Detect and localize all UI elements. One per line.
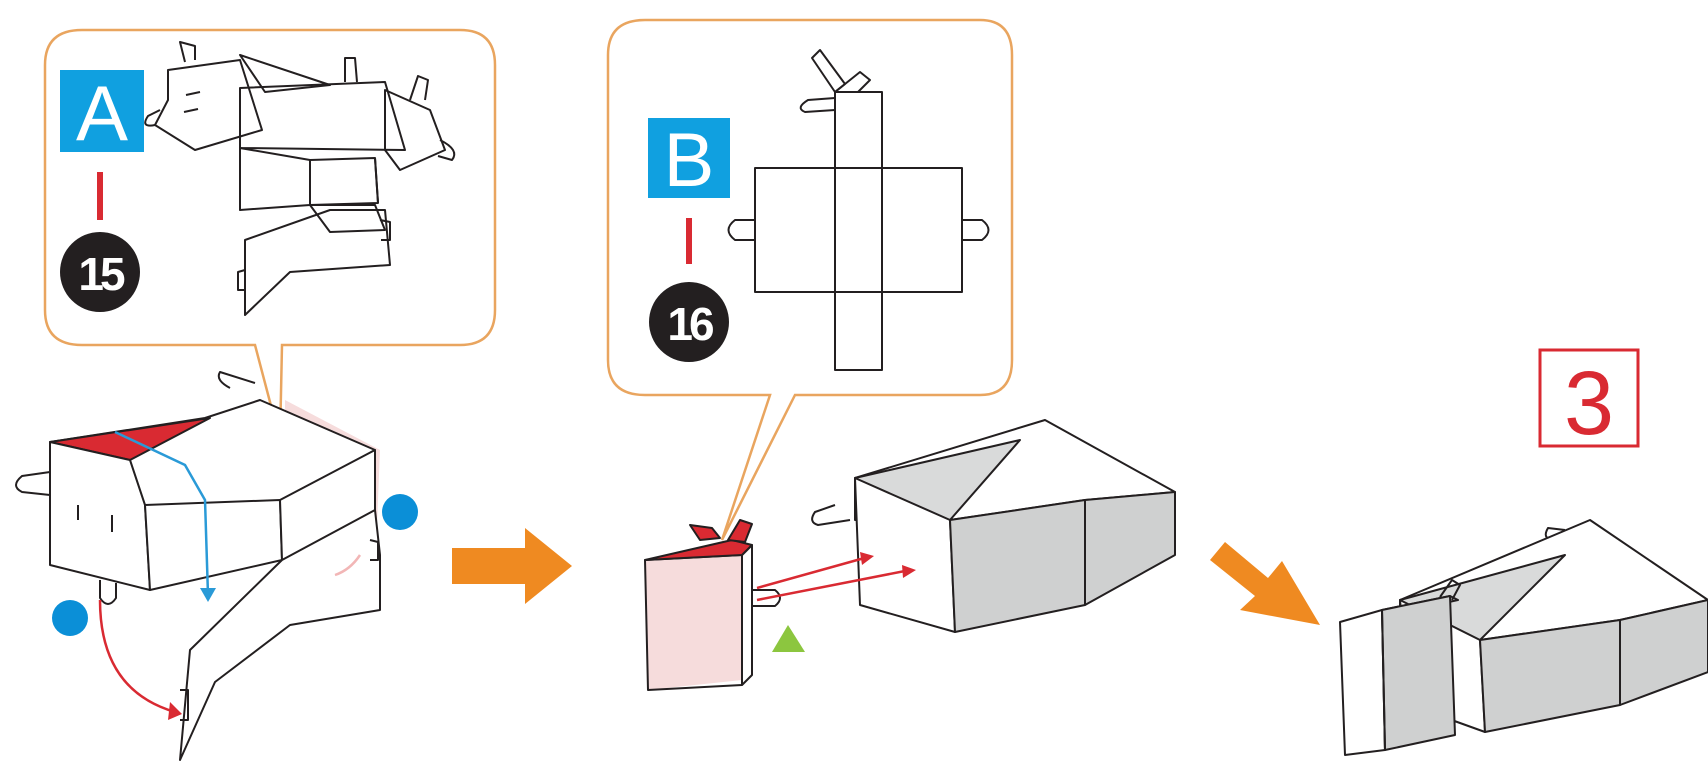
part-a-number-circle [60,232,140,312]
process-arrow-2 [1210,542,1320,625]
part-a-number: 15 [78,248,125,300]
model-2 [644,419,1176,691]
callout-b: B 16 [606,18,1014,541]
marker-triangle-green [772,625,805,652]
part-a-connector [97,172,103,220]
marker-dot-blue-1 [382,494,418,530]
part-a-net [144,41,456,316]
insert-arrow-1 [756,555,869,590]
insert-arrow-2 [756,568,911,602]
part-b-badge [648,118,730,198]
model-1 [15,371,418,761]
part-b-number: 16 [667,298,713,350]
part-b-net [727,49,990,371]
part-a-badge [60,70,144,152]
part-b-pink-fill [645,555,742,690]
step-number: 3 [1564,354,1614,454]
step-box [1538,348,1640,448]
fold-arrow-red [98,599,176,714]
part-b-connector [686,218,692,264]
step-marker: 3 [1538,348,1640,454]
part-b-number-circle [649,282,729,362]
callout-a-bubble [43,28,497,441]
marker-dot-blue-2 [52,600,88,636]
callout-a: A 15 [43,28,497,441]
fold-guide-blue [114,430,210,596]
process-arrow-1 [452,528,572,604]
part-a-label: A [76,69,128,157]
part-b-label: B [664,118,715,203]
model-3 [1339,519,1708,756]
